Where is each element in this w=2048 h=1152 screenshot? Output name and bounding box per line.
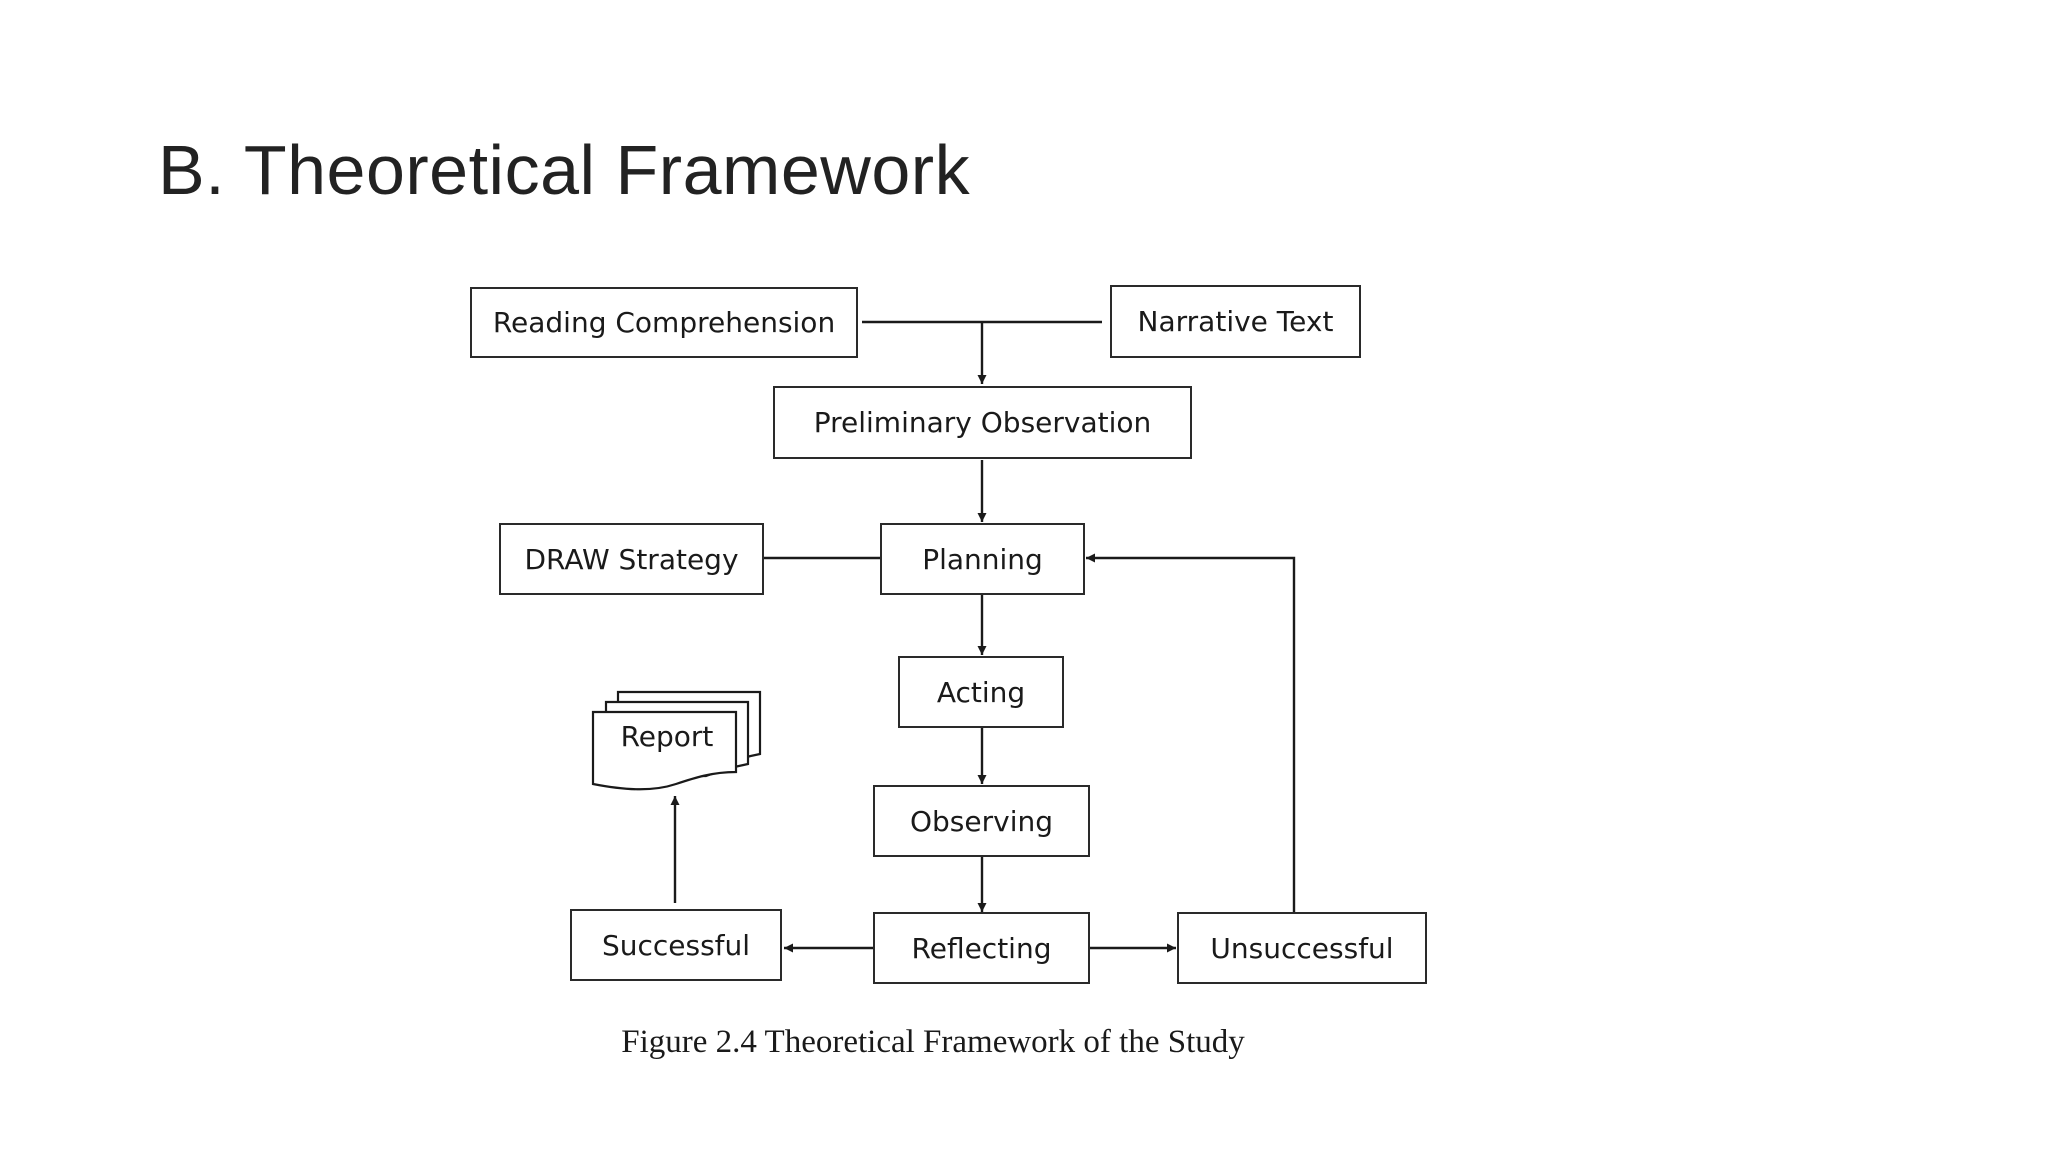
narrative-text-label: Narrative Text <box>1137 305 1334 338</box>
observing-box: Observing <box>873 785 1090 857</box>
draw-strategy-box: DRAW Strategy <box>499 523 764 595</box>
observing-label: Observing <box>909 804 1053 838</box>
unsuccessful-label: Unsuccessful <box>1210 931 1394 965</box>
planning-label: Planning <box>922 542 1043 576</box>
preliminary-observation-label: Preliminary Observation <box>813 406 1152 439</box>
successful-box: Successful <box>570 909 782 981</box>
successful-label: Successful <box>601 928 751 962</box>
report-label: Report <box>620 720 714 753</box>
reflecting-box: Reflecting <box>873 912 1090 984</box>
narrative-text-box: Narrative Text <box>1110 285 1361 358</box>
report-document-icon <box>591 690 762 791</box>
arrow-unsuccessful-to-planning <box>1086 553 1296 912</box>
draw-strategy-label: DRAW Strategy <box>524 542 739 576</box>
reading-comprehension-box: Reading Comprehension <box>470 287 858 358</box>
reflecting-label: Reflecting <box>911 931 1052 965</box>
acting-label: Acting <box>936 675 1026 709</box>
acting-box: Acting <box>898 656 1064 728</box>
slide-title: B. Theoretical Framework <box>158 131 971 209</box>
planning-box: Planning <box>880 523 1085 595</box>
reading-comprehension-label: Reading Comprehension <box>492 306 836 339</box>
preliminary-observation-box: Preliminary Observation <box>773 386 1192 459</box>
unsuccessful-box: Unsuccessful <box>1177 912 1427 984</box>
figure-caption: Figure 2.4 Theoretical Framework of the … <box>621 1024 1245 1060</box>
